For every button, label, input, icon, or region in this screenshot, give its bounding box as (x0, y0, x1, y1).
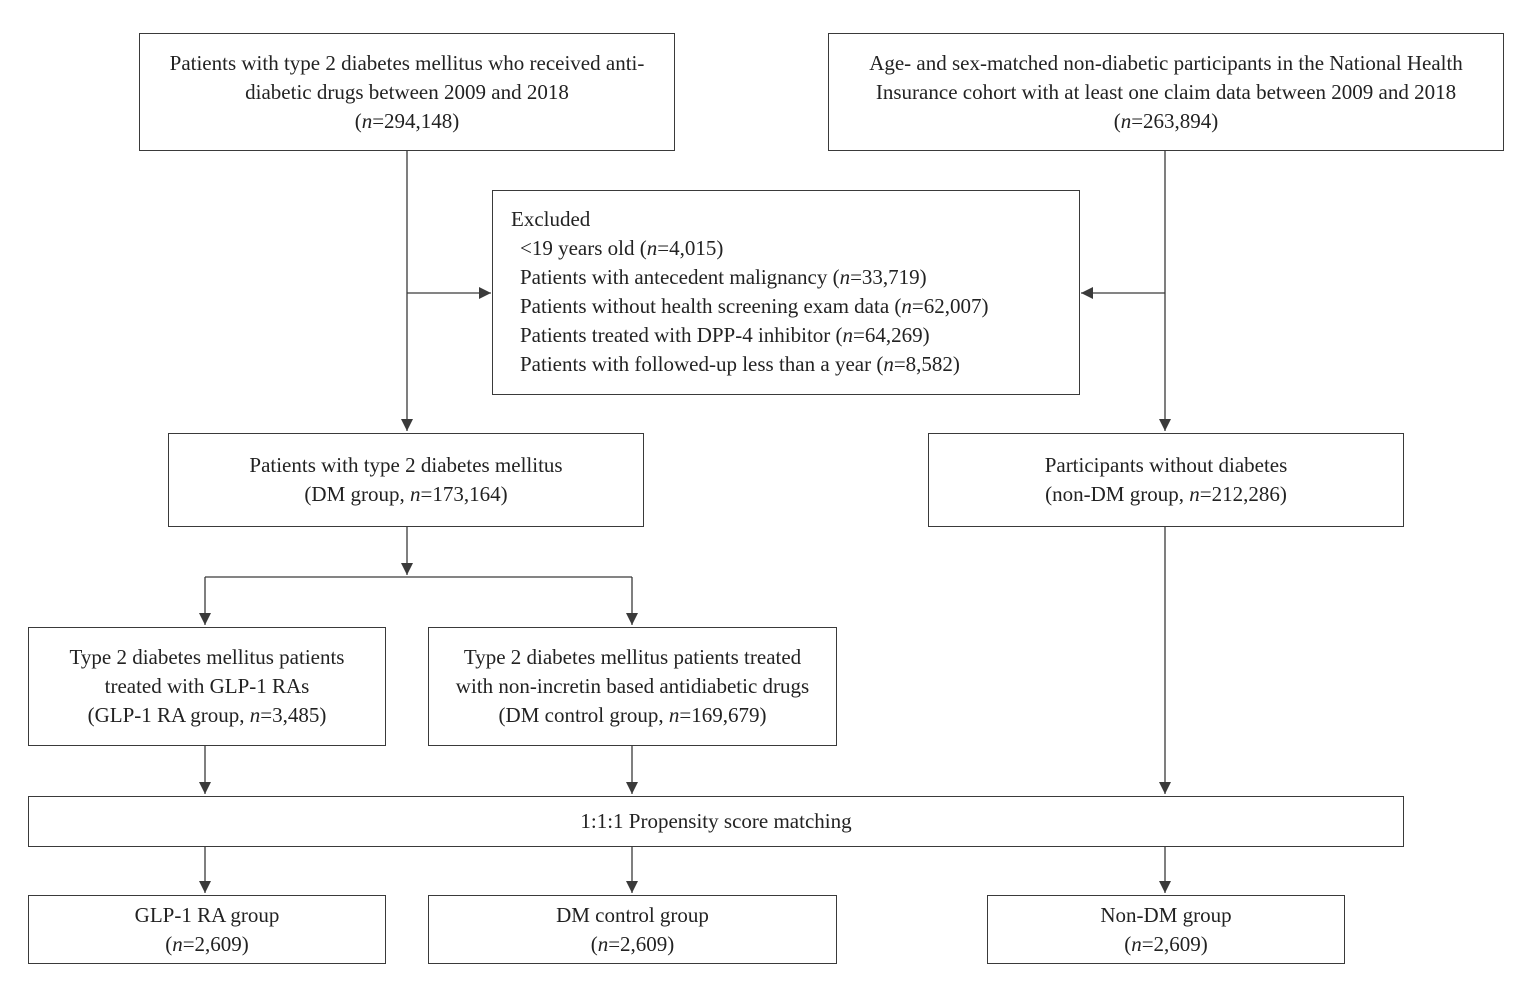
count-value: =4,015) (657, 236, 724, 260)
count-prefix: (DM group, (304, 482, 410, 506)
count-prefix: ( (165, 931, 173, 956)
excluded-item-text: Patients with followed-up less than a ye… (520, 352, 884, 376)
excluded-item-text: Patients treated with DPP-4 inhibitor ( (520, 323, 843, 347)
text-line: Participants without diabetes (1044, 453, 1288, 477)
count-value: =64,269) (853, 323, 930, 347)
count-prefix: ( (590, 931, 598, 956)
excluded-item-text: Patients with antecedent malignancy ( (520, 265, 840, 289)
count-variable: n (249, 703, 261, 727)
excluded-item: Patients treated with DPP-4 inhibitor (n… (511, 321, 930, 350)
count-value: =3,485) (260, 703, 327, 727)
excluded-item: Patients with followed-up less than a ye… (511, 350, 960, 379)
box-dm-control-group: Type 2 diabetes mellitus patients treate… (428, 627, 837, 746)
excluded-item-text: Patients without health screening exam d… (520, 294, 902, 318)
text-line: Patients with type 2 diabetes mellitus w… (169, 50, 645, 75)
count-label: (n=2,609) (1124, 930, 1208, 959)
count-variable: n (901, 294, 912, 318)
count-value: =212,286) (1199, 482, 1287, 506)
excluded-item: Patients with antecedent malignancy (n=3… (511, 263, 927, 292)
box-nondiabetic-participants-initial: Age- and sex-matched non-diabetic partic… (828, 33, 1504, 151)
count-label: (n=2,609) (165, 930, 249, 959)
count-prefix: ( (1113, 108, 1121, 133)
count-value: =62,007) (911, 294, 989, 318)
count-label: (n=294,148) (355, 107, 460, 136)
count-variable: n (883, 352, 894, 376)
box-dm-group: Patients with type 2 diabetes mellitus (… (168, 433, 644, 527)
count-variable: n (842, 323, 854, 347)
text-line: treated with GLP-1 RAs (104, 674, 310, 698)
count-value: =169,679) (679, 703, 767, 727)
count-variable: n (1189, 482, 1200, 506)
box-nondm-group: Participants without diabetes (non-DM gr… (928, 433, 1404, 527)
box-final-glp1-ra-group: GLP-1 RA group (n=2,609) (28, 895, 386, 964)
count-value: =263,894) (1131, 108, 1219, 133)
box-diabetes-patients-initial: Patients with type 2 diabetes mellitus w… (139, 33, 675, 151)
count-label: (GLP-1 RA group, n=3,485) (88, 701, 327, 730)
group-label: DM control group (556, 902, 709, 927)
box-excluded: Excluded <19 years old (n=4,015) Patient… (492, 190, 1080, 395)
count-variable: n (172, 931, 183, 956)
box-glp1-ra-group: Type 2 diabetes mellitus patients treate… (28, 627, 386, 746)
count-prefix: ( (1124, 931, 1132, 956)
count-prefix: (non-DM group, (1045, 482, 1190, 506)
count-variable: n (1120, 108, 1132, 133)
count-value: =294,148) (372, 108, 460, 133)
box-final-nondm-group: Non-DM group (n=2,609) (987, 895, 1345, 964)
count-label: (DM group, n=173,164) (304, 480, 507, 509)
count-label: (DM control group, n=169,679) (499, 701, 767, 730)
count-label: (n=263,894) (1114, 107, 1219, 136)
count-value: =2,609) (608, 931, 675, 956)
box-propensity-score-matching: 1:1:1 Propensity score matching (28, 796, 1404, 847)
count-value: =2,609) (1141, 931, 1208, 956)
psm-label: 1:1:1 Propensity score matching (580, 809, 852, 833)
excluded-item-text: <19 years old ( (520, 236, 647, 260)
count-variable: n (646, 236, 658, 260)
count-prefix: (GLP-1 RA group, (87, 703, 250, 727)
text-line: with non-incretin based antidiabetic dru… (455, 674, 810, 698)
text-line: Insurance cohort with at least one claim… (875, 79, 1457, 104)
count-variable: n (1131, 931, 1142, 956)
count-prefix: ( (354, 108, 362, 133)
text-line: diabetic drugs between 2009 and 2018 (245, 79, 569, 104)
count-label: (n=2,609) (591, 930, 675, 959)
count-value: =33,719) (850, 265, 927, 289)
count-value: =2,609) (182, 931, 249, 956)
excluded-item: Patients without health screening exam d… (511, 292, 988, 321)
count-prefix: (DM control group, (498, 703, 669, 727)
count-value: =173,164) (420, 482, 508, 506)
excluded-item: <19 years old (n=4,015) (511, 234, 723, 263)
count-variable: n (668, 703, 680, 727)
count-variable: n (597, 931, 609, 956)
text-line: Type 2 diabetes mellitus patients treate… (463, 645, 802, 669)
count-variable: n (361, 108, 373, 133)
box-final-dm-control-group: DM control group (n=2,609) (428, 895, 837, 964)
group-label: Non-DM group (1100, 902, 1232, 927)
text-line: Type 2 diabetes mellitus patients (69, 645, 345, 669)
text-line: Age- and sex-matched non-diabetic partic… (869, 50, 1463, 75)
text-line: Patients with type 2 diabetes mellitus (249, 453, 563, 477)
count-variable: n (839, 265, 851, 289)
count-variable: n (409, 482, 421, 506)
group-label: GLP-1 RA group (134, 902, 280, 927)
count-value: =8,582) (893, 352, 960, 376)
count-label: (non-DM group, n=212,286) (1045, 480, 1287, 509)
excluded-title: Excluded (511, 207, 591, 231)
